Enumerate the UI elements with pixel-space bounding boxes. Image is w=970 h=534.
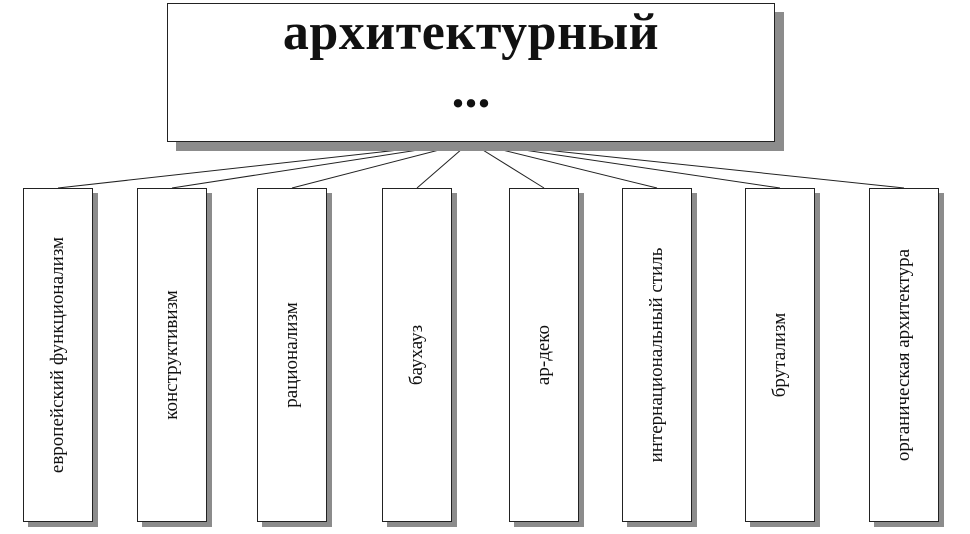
branch-label: органическая архитектура (893, 248, 914, 462)
branch-label: рационализм (281, 302, 302, 408)
branch-node-constructivism: конструктивизм (137, 188, 207, 522)
branch-node-organic-architecture: органическая архитектура (869, 188, 939, 522)
branch-node-brutalism: брутализм (745, 188, 815, 522)
branch-node-rationalism: рационализм (257, 188, 327, 522)
branch-label: баухауз (406, 324, 427, 386)
branch-label: конструктивизм (161, 290, 182, 420)
branch-node-bauhaus: баухауз (382, 188, 452, 522)
branch-label: европейский функционализм (47, 236, 68, 474)
root-title: архитектурный (282, 4, 660, 61)
branch-label: интернациональный стиль (646, 247, 667, 463)
root-ellipsis: ... (451, 62, 491, 119)
branch-label: брутализм (769, 312, 790, 398)
branch-node-international-style: интернациональный стиль (622, 188, 692, 522)
branch-node-european-functionalism: европейский функционализм (23, 188, 93, 522)
root-node: архитектурный ... (167, 3, 775, 142)
branch-node-art-deco: ар-деко (509, 188, 579, 522)
branch-label: ар-деко (533, 324, 554, 386)
